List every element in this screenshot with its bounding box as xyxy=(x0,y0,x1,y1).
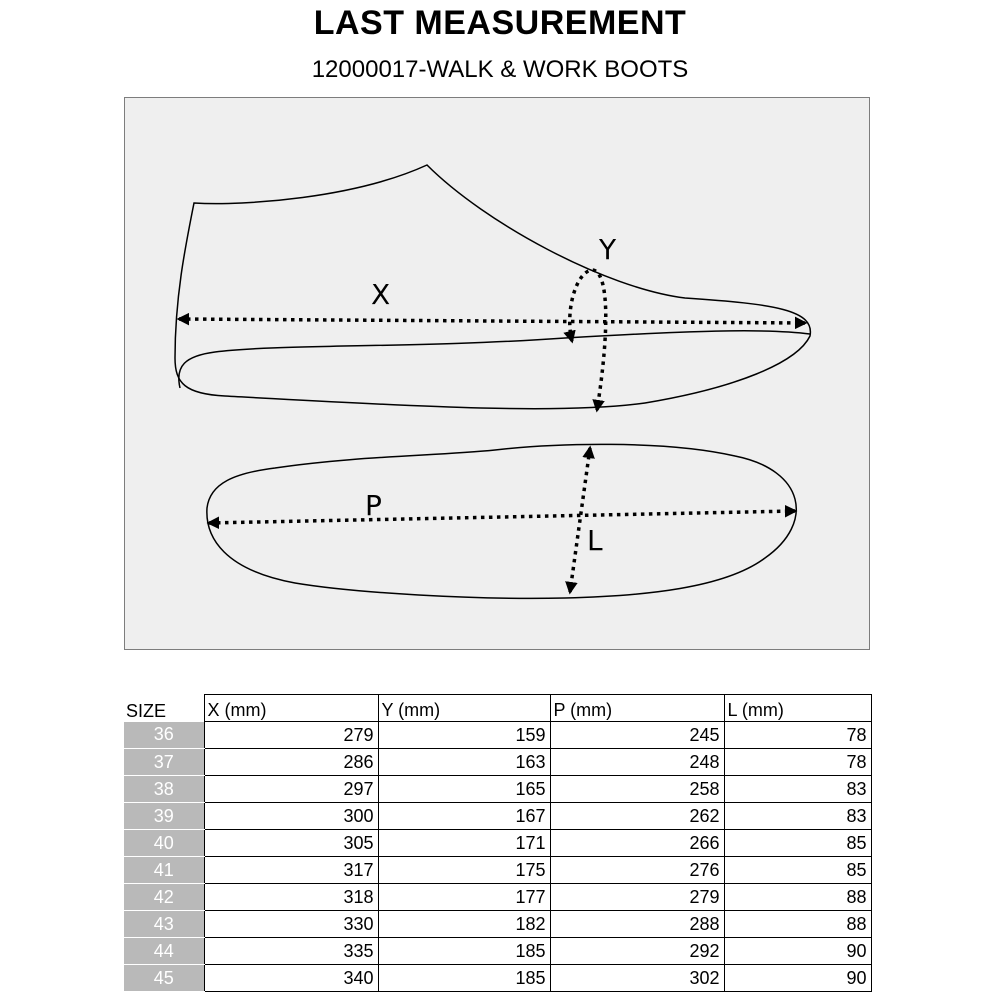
x-cell: 300 xyxy=(203,802,379,830)
y-cell: 182 xyxy=(377,910,551,938)
column-header-x: X (mm) xyxy=(203,694,379,722)
last-side-outline xyxy=(174,164,812,410)
l-cell: 78 xyxy=(723,748,872,776)
l-cell: 90 xyxy=(723,964,872,992)
p-cell: 288 xyxy=(549,910,725,938)
p-cell: 302 xyxy=(549,964,725,992)
table-row: 45 340 185 302 90 xyxy=(124,964,872,992)
label-y: Y xyxy=(598,233,617,266)
sole-outline xyxy=(206,443,797,600)
x-cell: 330 xyxy=(203,910,379,938)
size-cell: 44 xyxy=(124,937,204,965)
size-table: SIZE X (mm) Y (mm) P (mm) L (mm) 36 279 … xyxy=(124,694,872,992)
l-measure-arrow xyxy=(565,445,595,595)
x-cell: 305 xyxy=(203,829,379,857)
table-row: 43 330 182 288 88 xyxy=(124,910,872,938)
table-row: 40 305 171 266 85 xyxy=(124,829,872,857)
y-cell: 185 xyxy=(377,964,551,992)
table-row: 42 318 177 279 88 xyxy=(124,883,872,911)
x-measure-arrow xyxy=(176,312,808,330)
x-cell: 279 xyxy=(203,721,379,749)
column-header-l: L (mm) xyxy=(723,694,872,722)
y-cell: 177 xyxy=(377,883,551,911)
p-measure-arrow xyxy=(206,504,798,530)
size-table-header-row: SIZE X (mm) Y (mm) P (mm) L (mm) xyxy=(124,694,872,722)
size-cell: 43 xyxy=(124,910,204,938)
p-cell: 262 xyxy=(549,802,725,830)
l-cell: 85 xyxy=(723,829,872,857)
table-row: 36 279 159 245 78 xyxy=(124,721,872,749)
p-cell: 248 xyxy=(549,748,725,776)
y-measure-arrow xyxy=(563,268,608,413)
p-cell: 245 xyxy=(549,721,725,749)
label-p: P xyxy=(365,489,382,522)
p-cell: 266 xyxy=(549,829,725,857)
l-cell: 85 xyxy=(723,856,872,884)
p-cell: 258 xyxy=(549,775,725,803)
l-cell: 88 xyxy=(723,883,872,911)
size-cell: 41 xyxy=(124,856,204,884)
y-cell: 171 xyxy=(377,829,551,857)
size-header: SIZE xyxy=(126,700,167,721)
table-row: 44 335 185 292 90 xyxy=(124,937,872,965)
label-x: X xyxy=(371,278,390,311)
size-cell: 42 xyxy=(124,883,204,911)
table-row: 39 300 167 262 83 xyxy=(124,802,872,830)
p-cell: 292 xyxy=(549,937,725,965)
label-l: L xyxy=(587,524,603,557)
size-cell: 39 xyxy=(124,802,204,830)
x-cell: 340 xyxy=(203,964,379,992)
size-cell: 37 xyxy=(124,748,204,776)
table-row: 37 286 163 248 78 xyxy=(124,748,872,776)
last-diagram-svg: X Y P L xyxy=(174,164,812,600)
l-cell: 83 xyxy=(723,775,872,803)
page-subtitle: 12000017-WALK & WORK BOOTS xyxy=(311,56,689,83)
p-cell: 279 xyxy=(549,883,725,911)
size-cell: 45 xyxy=(124,964,204,992)
l-cell: 88 xyxy=(723,910,872,938)
x-cell: 286 xyxy=(203,748,379,776)
y-cell: 167 xyxy=(377,802,551,830)
y-cell: 163 xyxy=(377,748,551,776)
column-header-p: P (mm) xyxy=(549,694,725,722)
l-cell: 83 xyxy=(723,802,872,830)
size-cell: 36 xyxy=(124,721,204,749)
column-header-y: Y (mm) xyxy=(377,694,551,722)
last-sole-line xyxy=(178,330,811,389)
y-cell: 165 xyxy=(377,775,551,803)
x-cell: 297 xyxy=(203,775,379,803)
page-title: LAST MEASUREMENT xyxy=(313,4,687,42)
x-cell: 335 xyxy=(203,937,379,965)
x-cell: 318 xyxy=(203,883,379,911)
last-diagram: X Y P L xyxy=(124,97,870,650)
size-cell: 40 xyxy=(124,829,204,857)
x-cell: 317 xyxy=(203,856,379,884)
l-cell: 78 xyxy=(723,721,872,749)
table-row: 41 317 175 276 85 xyxy=(124,856,872,884)
size-cell: 38 xyxy=(124,775,204,803)
table-row: 38 297 165 258 83 xyxy=(124,775,872,803)
y-cell: 159 xyxy=(377,721,551,749)
y-cell: 175 xyxy=(377,856,551,884)
l-cell: 90 xyxy=(723,937,872,965)
p-cell: 276 xyxy=(549,856,725,884)
y-cell: 185 xyxy=(377,937,551,965)
